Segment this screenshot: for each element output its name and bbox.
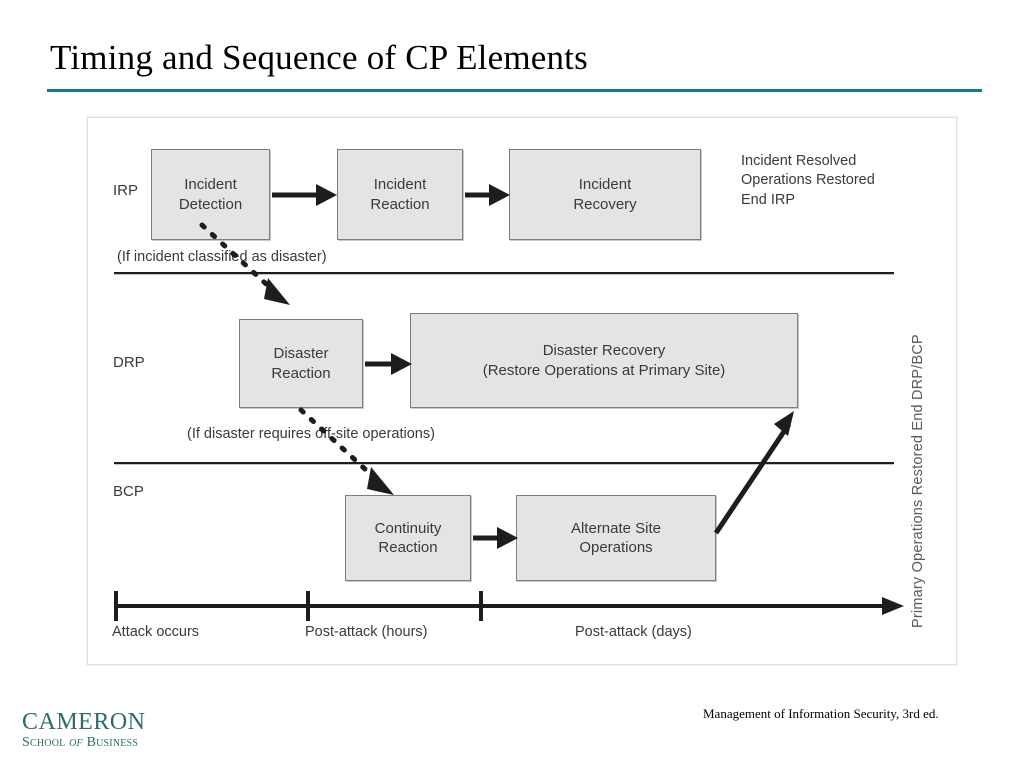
box-incident-detection-line2: Detection: [178, 195, 243, 213]
logo-sub-school: School: [22, 735, 66, 751]
logo-main-text: CAMERON: [22, 709, 146, 735]
box-incident-detection-line1: Incident: [184, 176, 237, 194]
box-incident-reaction[interactable]: Incident Reaction: [337, 149, 463, 240]
logo-sub-of: of: [69, 735, 83, 751]
row-label-drp: DRP: [113, 354, 145, 371]
box-disaster-recovery-line1: Disaster Recovery: [542, 342, 666, 360]
box-alternate-site-operations[interactable]: Alternate Site Operations: [516, 495, 716, 581]
irp-outcome-line3: End IRP: [741, 191, 795, 208]
arrow-bcp-to-disaster-recovery-icon: [713, 411, 794, 535]
timeline-tick-label-post-attack-hours: Post-attack (hours): [305, 624, 428, 640]
arrow-detection-to-reaction-icon: [272, 184, 337, 206]
note-if-incident-classified-as-disaster: (If incident classified as disaster): [117, 249, 327, 265]
box-alternate-site-line2: Operations: [579, 539, 653, 556]
box-incident-recovery-line1: Incident: [578, 176, 632, 194]
box-incident-recovery[interactable]: Incident Recovery: [509, 149, 701, 240]
box-continuity-reaction[interactable]: Continuity Reaction: [345, 495, 471, 581]
divider-irp-drp: [114, 272, 894, 275]
page-title: Timing and Sequence of CP Elements: [50, 38, 588, 77]
title-underline-rule: [47, 89, 982, 92]
divider-drp-bcp: [114, 462, 894, 465]
cp-timing-diagram: IRP Incident Detection Incident Reaction…: [87, 117, 957, 665]
irp-outcome-text: Incident Resolved Operations Restored En…: [741, 152, 875, 210]
row-label-irp: IRP: [113, 182, 139, 199]
timeline-axis: [114, 591, 904, 621]
arrow-continuity-to-alternate-site-icon: [473, 527, 518, 549]
box-incident-reaction-line1: Incident: [373, 176, 427, 194]
box-disaster-recovery-line2: (Restore Operations at Primary Site): [482, 361, 726, 379]
irp-outcome-line2: Operations Restored: [741, 172, 875, 189]
box-continuity-reaction-line2: Reaction: [378, 539, 438, 556]
box-continuity-reaction-line1: Continuity: [374, 519, 442, 537]
box-incident-reaction-line2: Reaction: [370, 195, 430, 213]
box-disaster-reaction-line2: Reaction: [271, 364, 331, 382]
cameron-school-of-business-logo: CAMERON School of Business: [22, 709, 146, 751]
footer-source-credit: Management of Information Security, 3rd …: [703, 706, 939, 721]
box-disaster-recovery[interactable]: Disaster Recovery (Restore Operations at…: [410, 313, 798, 408]
logo-sub-business: Business: [86, 735, 139, 751]
box-incident-recovery-line2: Recovery: [573, 195, 637, 213]
arrow-reaction-to-recovery-icon: [465, 184, 510, 206]
row-label-bcp: BCP: [113, 483, 144, 500]
box-disaster-reaction[interactable]: Disaster Reaction: [239, 319, 363, 408]
logo-sub-text: School of Business: [22, 735, 146, 751]
box-disaster-reaction-line1: Disaster: [273, 345, 329, 363]
timeline-tick-label-attack-occurs: Attack occurs: [112, 624, 200, 640]
dashed-arrow-drp-to-bcp-icon: [298, 407, 394, 495]
box-alternate-site-line1: Alternate Site: [570, 519, 662, 537]
note-if-disaster-requires-offsite: (If disaster requires off-site operation…: [187, 426, 435, 442]
arrow-disaster-reaction-to-recovery-icon: [365, 353, 412, 375]
box-incident-detection[interactable]: Incident Detection: [151, 149, 270, 240]
dashed-arrow-irp-to-drp-icon: [199, 222, 290, 305]
timeline-tick-label-post-attack-days: Post-attack (days): [575, 624, 692, 640]
irp-outcome-line1: Incident Resolved: [741, 153, 857, 169]
